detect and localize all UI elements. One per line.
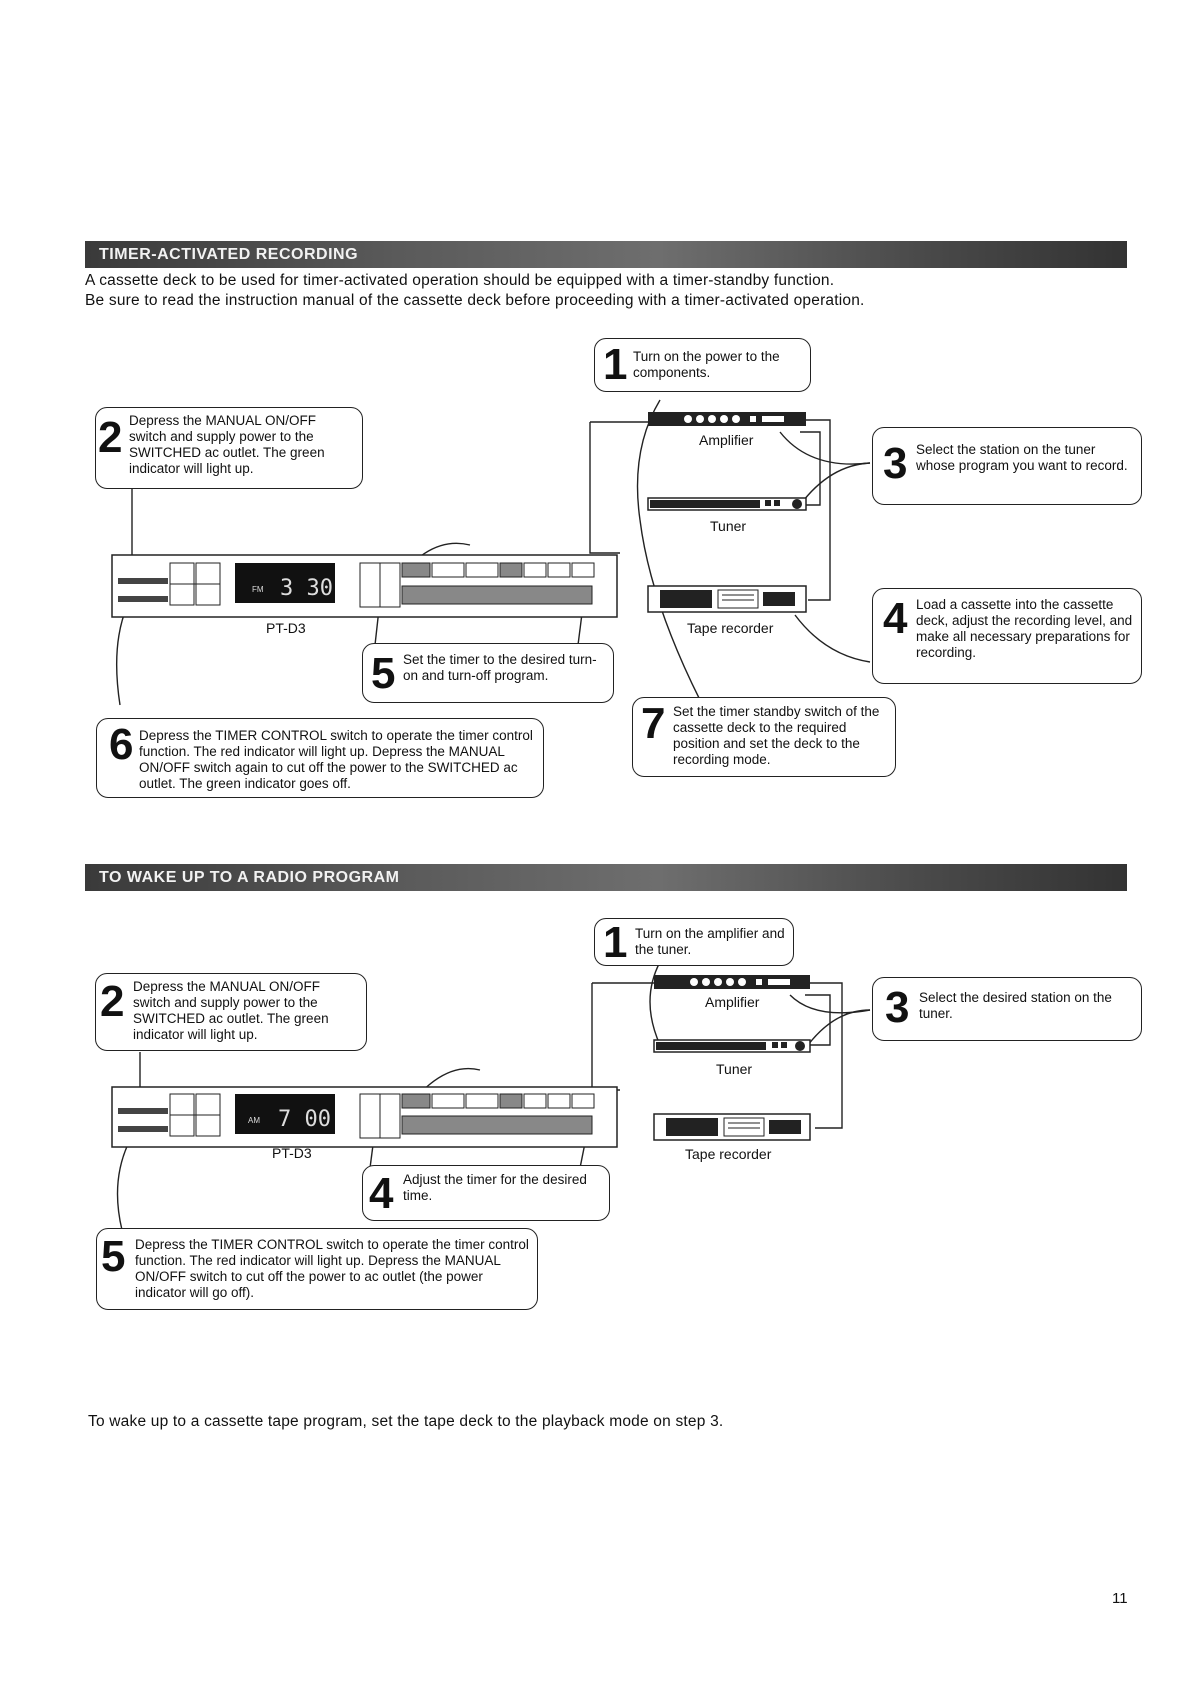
step-number: 1: [603, 340, 628, 389]
step-2-callout: 2 Depress the MANUAL ON/OFF switch and s…: [95, 407, 363, 489]
label-tuner-1: Tuner: [710, 518, 747, 534]
tape-recorder-device-1: [647, 585, 807, 613]
step-text: Select the station on the tuner whose pr…: [916, 442, 1128, 473]
amplifier-device-2: [654, 975, 810, 989]
intro-line-1: A cassette deck to be used for timer-act…: [85, 272, 835, 289]
step-number: 2: [98, 413, 123, 462]
wire-amp-tape: [800, 419, 831, 601]
step-3-callout: 3 Select the station on the tuner whose …: [872, 427, 1142, 505]
step-number: 6: [109, 720, 134, 769]
label-timer-2: PT-D3: [272, 1145, 312, 1161]
timer-display-time-1: 3 30: [280, 576, 333, 601]
label-timer-1: PT-D3: [266, 620, 306, 636]
step-1-callout: 1 Turn on the power to the components.: [594, 338, 811, 392]
timer-device-2: [111, 1086, 618, 1148]
tuner-device-1: [647, 497, 807, 511]
step-number: 1: [603, 918, 628, 967]
section-banner-wake-radio: TO WAKE UP TO A RADIO PROGRAM: [85, 864, 1127, 891]
intro-line-2: Be sure to read the instruction manual o…: [85, 292, 865, 309]
step-number: 2: [100, 977, 125, 1026]
step-text: Load a cassette into the cassette deck, …: [916, 597, 1133, 660]
timer-display-time-2: 7 00: [278, 1107, 331, 1132]
step-number: 4: [369, 1169, 394, 1218]
step-2-callout-s2: 2 Depress the MANUAL ON/OFF switch and s…: [95, 973, 367, 1051]
step-4-callout-s2: 4 Adjust the timer for the desired time.: [362, 1165, 610, 1221]
timer-display-band-1: FM: [252, 585, 264, 594]
label-tape-2: Tape recorder: [685, 1146, 772, 1162]
wire-amp-tuner: [800, 431, 821, 506]
step-text: Depress the TIMER CONTROL switch to oper…: [139, 728, 533, 791]
step-number: 7: [641, 699, 666, 748]
label-amplifier-1: Amplifier: [699, 432, 754, 448]
timer-display-band-2: AM: [248, 1116, 260, 1125]
step-text: Turn on the amplifier and the tuner.: [635, 926, 785, 957]
step-text: Set the timer to the desired turn-on and…: [403, 652, 597, 683]
step-number: 3: [885, 983, 910, 1032]
step-text: Depress the TIMER CONTROL switch to oper…: [135, 1237, 529, 1300]
step-4-callout: 4 Load a cassette into the cassette deck…: [872, 588, 1142, 684]
step-number: 5: [101, 1232, 126, 1281]
step-7-callout: 7 Set the timer standby switch of the ca…: [632, 697, 896, 777]
step-text: Select the desired station on the tuner.: [919, 990, 1112, 1021]
step-text: Set the timer standby switch of the cass…: [673, 704, 880, 767]
footer-note: To wake up to a cassette tape program, s…: [88, 1413, 724, 1430]
wire-timer-amp: [589, 422, 620, 554]
step-number: 3: [883, 439, 908, 488]
step-text: Depress the MANUAL ON/OFF switch and sup…: [133, 979, 329, 1042]
label-amplifier-2: Amplifier: [705, 994, 760, 1010]
step-text: Turn on the power to the components.: [633, 349, 780, 380]
label-tape-1: Tape recorder: [687, 620, 774, 636]
step-text: Adjust the timer for the desired time.: [403, 1172, 587, 1203]
step-1-callout-s2: 1 Turn on the amplifier and the tuner.: [594, 918, 794, 966]
tuner-device-2: [653, 1039, 811, 1053]
amplifier-device-1: [648, 412, 806, 426]
section-banner-timer-recording: TIMER-ACTIVATED RECORDING: [85, 241, 1127, 268]
step-number: 5: [371, 649, 396, 698]
step-5-callout-s2: 5 Depress the TIMER CONTROL switch to op…: [96, 1228, 538, 1310]
step-3-callout-s2: 3 Select the desired station on the tune…: [872, 977, 1142, 1041]
step-6-callout: 6 Depress the TIMER CONTROL switch to op…: [96, 718, 544, 798]
step-number: 4: [883, 594, 908, 643]
page-number: 11: [1112, 1590, 1128, 1607]
step-5-callout: 5 Set the timer to the desired turn-on a…: [362, 643, 614, 703]
label-tuner-2: Tuner: [716, 1061, 753, 1077]
timer-device-1: [111, 554, 618, 618]
step-text: Depress the MANUAL ON/OFF switch and sup…: [129, 413, 325, 476]
tape-recorder-device-2: [653, 1113, 811, 1141]
